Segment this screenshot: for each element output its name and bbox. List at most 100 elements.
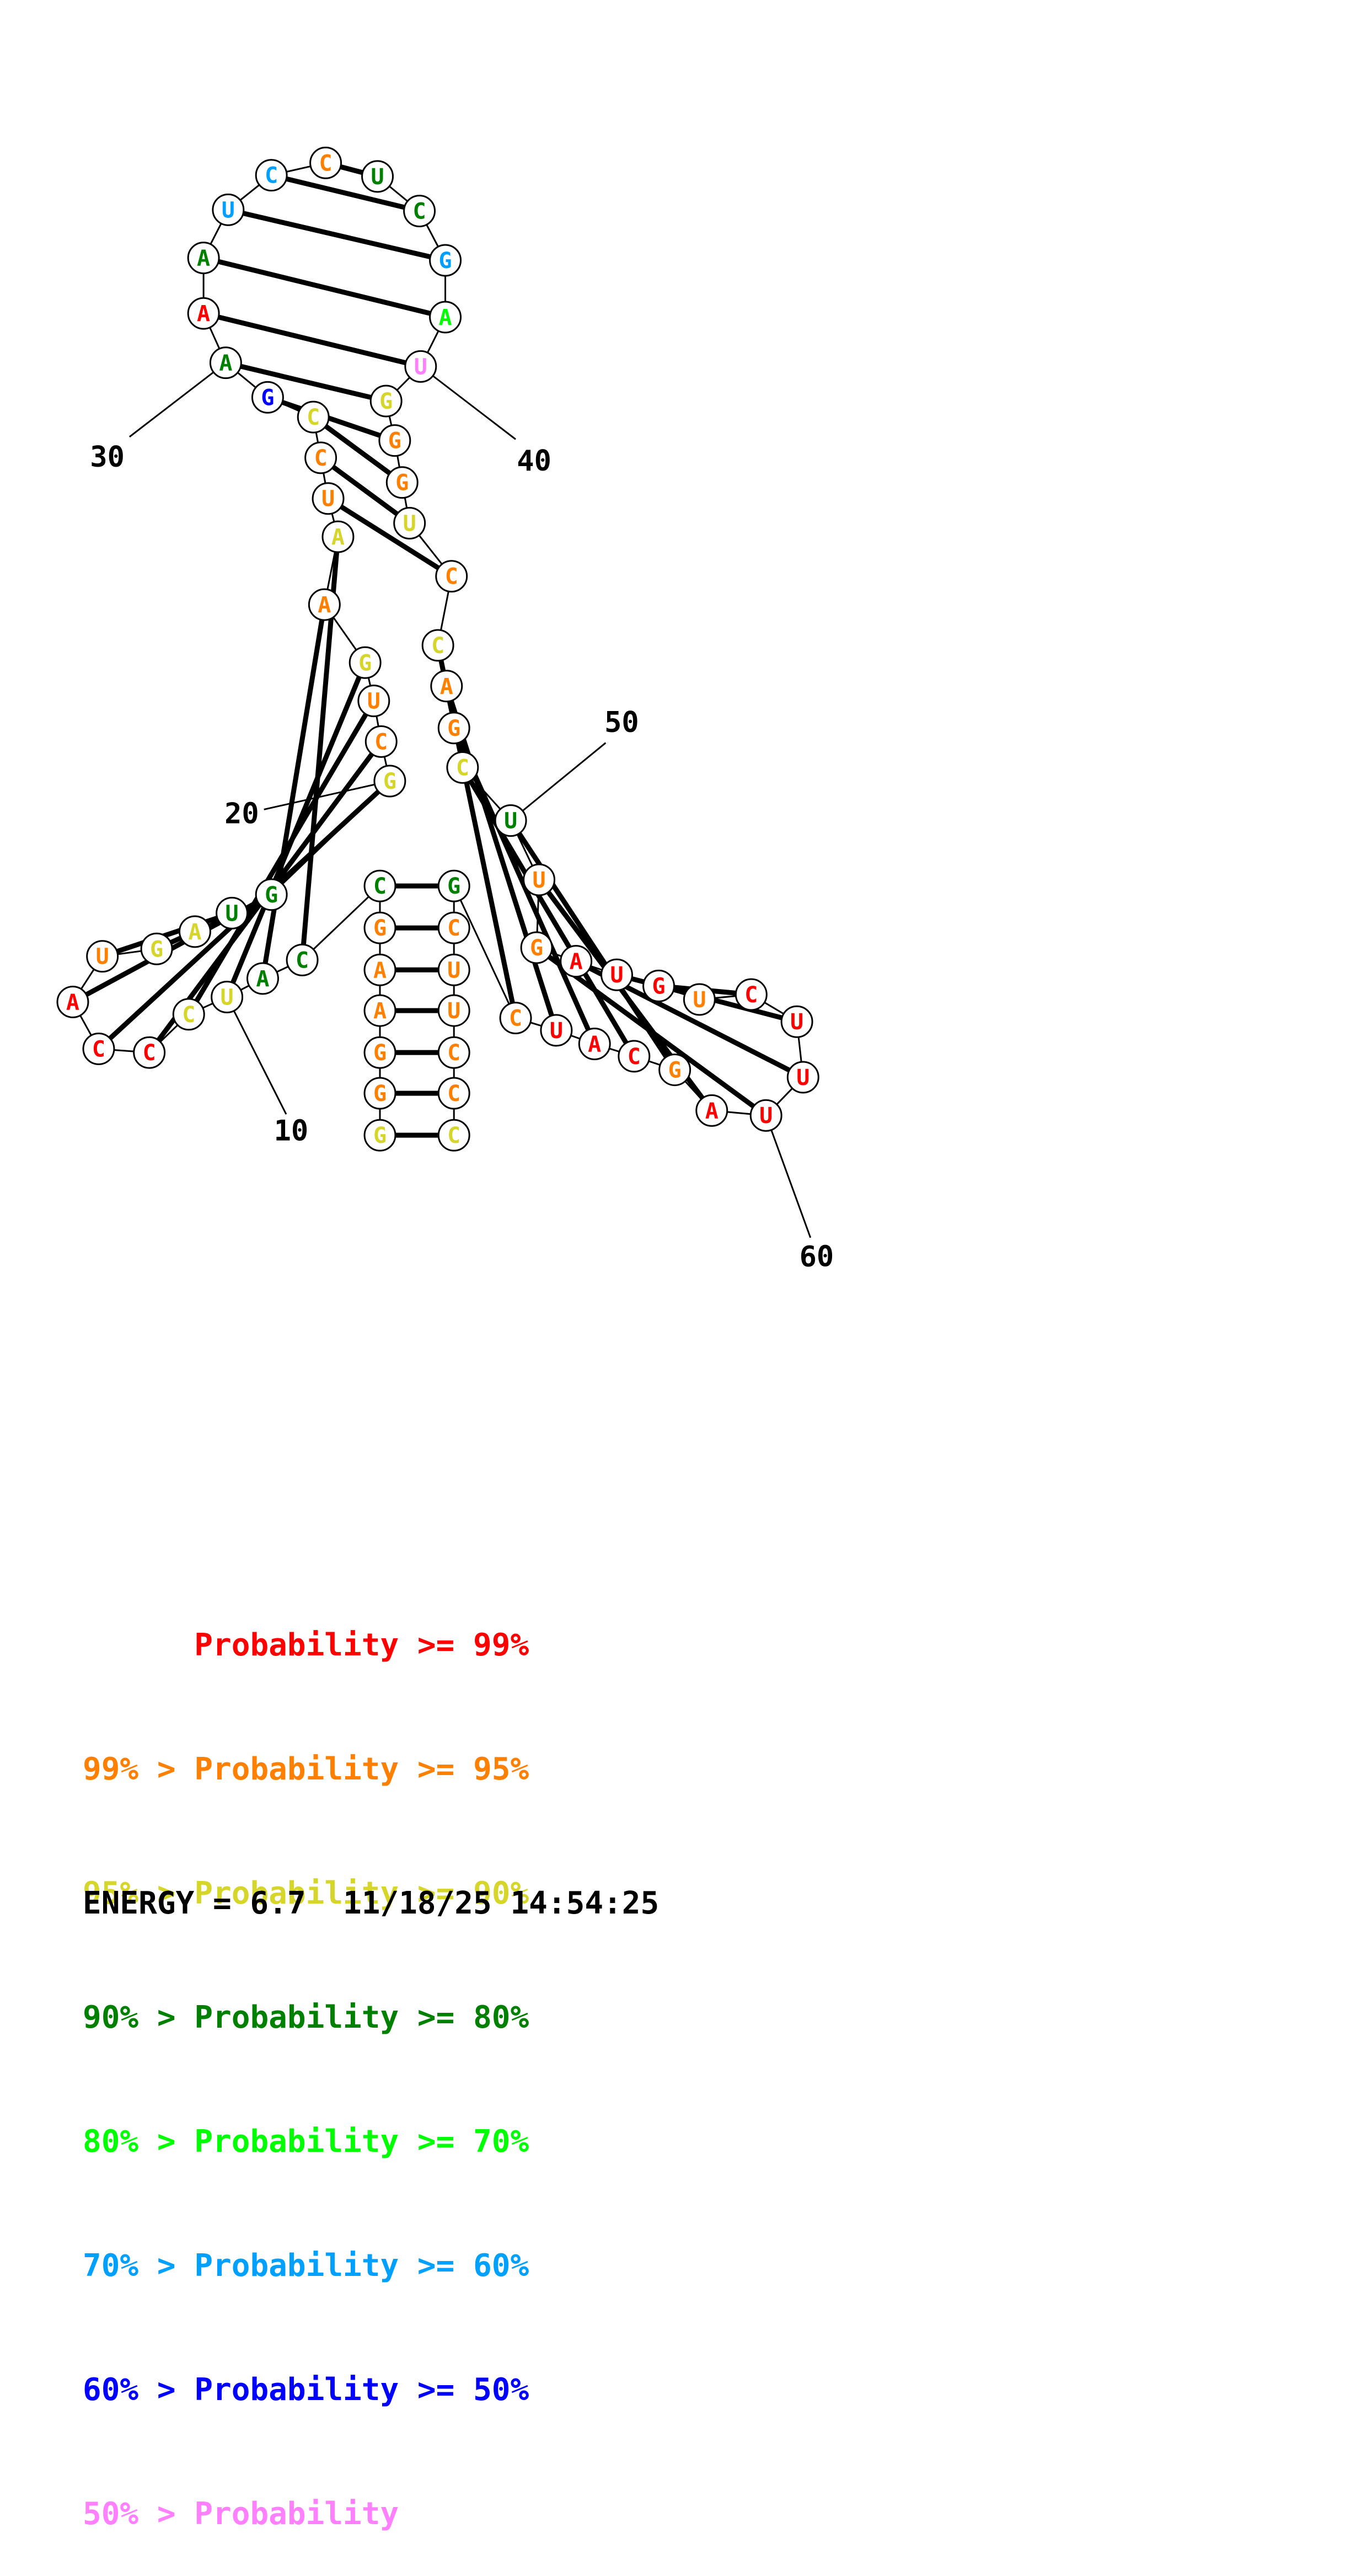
base-pair-bond xyxy=(319,456,411,526)
nucleotide: A xyxy=(429,301,462,334)
legend-row: 70% > Probability >= 60% xyxy=(83,2245,529,2286)
nucleotide-circle xyxy=(378,424,411,457)
nucleotide-circle xyxy=(56,985,89,1018)
nucleotide-circle xyxy=(437,994,470,1027)
nucleotide-circle xyxy=(297,400,330,434)
position-label: 60 xyxy=(800,1241,834,1274)
nucleotide: A xyxy=(209,346,242,380)
nucleotide: U xyxy=(211,981,244,1013)
nucleotide-circle xyxy=(255,159,288,192)
run-time: 14:54:25 xyxy=(510,1885,660,1921)
legend-gt: > xyxy=(157,2248,176,2284)
nucleotide: U xyxy=(540,1014,573,1047)
nucleotide-circle xyxy=(82,1032,115,1065)
nucleotide-base: A xyxy=(66,990,79,1015)
nucleotide-base: C xyxy=(307,405,320,430)
legend-prefix: 60% xyxy=(83,2372,139,2408)
nucleotide-base: U xyxy=(447,998,460,1024)
legend-pct: 70% xyxy=(473,2124,529,2160)
nucleotide: C xyxy=(437,911,470,944)
nucleotide-base: U xyxy=(221,985,234,1010)
nucleotide: U xyxy=(312,482,345,515)
base-pair-bond xyxy=(326,496,453,579)
nucleotide: G xyxy=(378,424,411,457)
nucleotide: G xyxy=(437,712,470,745)
legend-prefix: 95% xyxy=(83,1875,139,1911)
nucleotide: G xyxy=(255,878,288,911)
nucleotide-base: U xyxy=(321,487,335,512)
nucleotide-base: U xyxy=(796,1065,810,1091)
nucleotide: U xyxy=(212,193,245,226)
base-pair-bond xyxy=(227,207,446,263)
legend-gt: > xyxy=(157,1751,176,1787)
nucleotide: G xyxy=(363,1119,396,1152)
position-tick-line xyxy=(226,996,287,1115)
nucleotide: A xyxy=(321,520,355,553)
legend-label: Probability xyxy=(194,1875,399,1911)
nucleotide-base: A xyxy=(373,998,387,1024)
nucleotide-circle xyxy=(618,1040,651,1073)
nucleotide-base: G xyxy=(447,874,460,899)
nucleotide-circle xyxy=(540,1014,573,1047)
base-pair-bond xyxy=(225,360,387,404)
nucleotide-base: U xyxy=(550,1018,563,1044)
nucleotide: A xyxy=(187,242,220,274)
legend-ge: >= xyxy=(417,2124,455,2160)
legend-pct: 90% xyxy=(473,1875,529,1911)
base-pair-bond xyxy=(260,604,327,979)
nucleotide-circle xyxy=(364,725,398,758)
nucleotide-circle xyxy=(642,969,676,1002)
legend-label: Probability xyxy=(194,2372,399,2408)
energy-footer: ENERGY = 6.7 11/18/25 14:54:25 xyxy=(83,1885,659,1921)
nucleotide: C xyxy=(437,1119,470,1152)
legend-gt: > xyxy=(157,2496,176,2532)
nucleotide: C xyxy=(297,400,330,434)
nucleotide-base: G xyxy=(261,385,274,410)
nucleotide-circle xyxy=(246,962,279,995)
nucleotide-base: C xyxy=(92,1036,105,1062)
nucleotide: A xyxy=(363,994,396,1027)
nucleotide: A xyxy=(56,985,89,1018)
nucleotide-circle xyxy=(312,482,345,515)
position-tick-lines xyxy=(128,362,812,1238)
nucleotide: A xyxy=(695,1094,728,1127)
nucleotide-circle xyxy=(187,297,220,330)
nucleotide-circle xyxy=(178,915,211,948)
nucleotide-base: C xyxy=(143,1040,156,1066)
base-pair-bond xyxy=(101,911,233,959)
nucleotide-base: G xyxy=(447,716,460,741)
nucleotide: A xyxy=(246,962,279,995)
nucleotide: A xyxy=(430,670,463,703)
nucleotide: G xyxy=(349,646,382,679)
position-tick-line xyxy=(765,1115,812,1238)
nucleotide-base: C xyxy=(509,1006,522,1032)
nucleotide: G xyxy=(437,869,470,902)
nucleotide-circle xyxy=(373,765,406,798)
nucleotide-base: C xyxy=(447,1081,460,1107)
nucleotide: U xyxy=(786,1061,819,1094)
nucleotide-base: A xyxy=(705,1098,719,1124)
nucleotide: C xyxy=(363,869,396,902)
nucleotide-circle xyxy=(251,381,284,414)
legend-label: Probability xyxy=(194,2248,399,2284)
nucleotide-circle xyxy=(363,1077,396,1110)
nucleotide-base: C xyxy=(314,446,328,471)
nucleotide-circle xyxy=(363,1036,396,1069)
nucleotide-circle xyxy=(393,507,426,539)
nucleotide: G xyxy=(363,1077,396,1110)
nucleotide-circle xyxy=(421,629,454,662)
nucleotide-circle xyxy=(437,869,470,902)
nucleotide-circle xyxy=(363,911,396,944)
nucleotide-circle xyxy=(212,193,245,226)
legend-label: Probability xyxy=(194,2496,399,2532)
nucleotide-circle xyxy=(309,146,342,179)
nucleotide-base: A xyxy=(440,674,453,699)
legend-prefix: 90% xyxy=(83,2000,139,2035)
nucleotide-base: U xyxy=(367,689,380,714)
nucleotide-circle xyxy=(357,685,390,718)
nucleotide: C xyxy=(735,978,768,1011)
nucleotide-base: C xyxy=(456,755,469,781)
nucleotide-circle xyxy=(430,670,463,703)
